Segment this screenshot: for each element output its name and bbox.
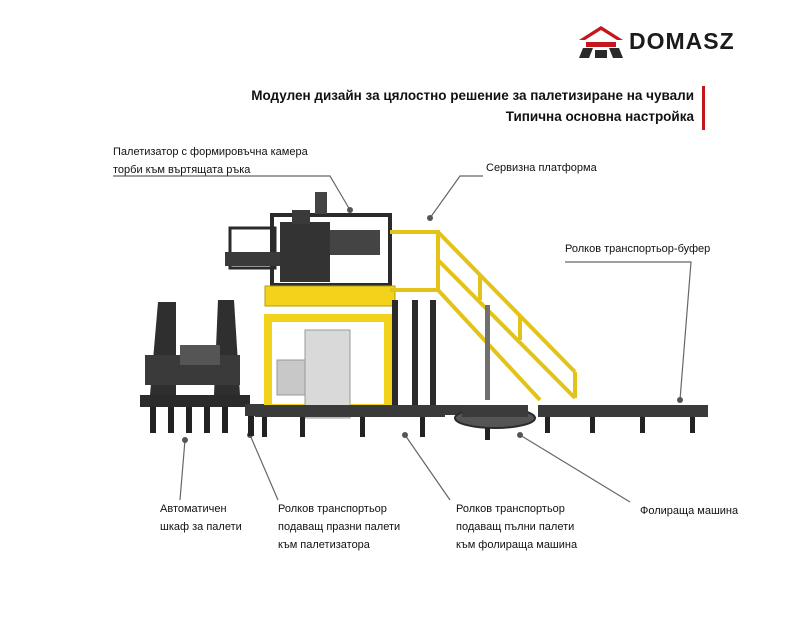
leader-lines xyxy=(113,175,692,503)
leader-dots xyxy=(182,207,683,443)
stair-post xyxy=(485,305,490,400)
domasz-logo-mark xyxy=(579,26,623,58)
label-pallet-dispenser-line1: Автоматичен xyxy=(160,503,227,515)
label-full-conveyor-line2: подаващ пълни палети xyxy=(456,521,575,533)
label-palletizer: Палетизатор с формировъчна камера торби … xyxy=(113,143,308,179)
label-full-conveyor-line3: към фолираща машина xyxy=(456,539,578,551)
label-service-platform: Сервизна платформа xyxy=(486,162,597,174)
label-pallet-dispenser-line2: шкаф за палети xyxy=(160,521,242,533)
page-subtitle: Типична основна настройка xyxy=(505,109,694,124)
label-full-conveyor-line1: Ролков транспортьор xyxy=(456,503,565,515)
label-buffer-conveyor: Ролков транспортьор-буфер xyxy=(565,243,711,255)
label-palletizer-line1: Палетизатор с формировъчна камера xyxy=(113,146,308,158)
label-pallet-dispenser: Автоматичен шкаф за палети xyxy=(160,500,242,536)
title-accent-bar xyxy=(702,86,705,130)
label-wrapper: Фолираща машина xyxy=(640,505,739,517)
label-empty-conveyor-line2: подаващ празни палети xyxy=(278,521,401,533)
buffer-roller-conveyor xyxy=(538,405,708,433)
label-empty-conveyor-line1: Ролков транспортьор xyxy=(278,503,387,515)
domasz-logo: DOMASZ xyxy=(577,24,769,60)
brand-name: DOMASZ xyxy=(629,28,735,54)
stretch-wrapper-machine xyxy=(438,405,536,440)
page-title: Модулен дизайн за цялостно решение за па… xyxy=(251,88,694,103)
pallet-dispenser-machine xyxy=(140,300,250,433)
label-full-conveyor: Ролков транспортьор подаващ пълни палети… xyxy=(456,500,577,554)
label-palletizer-line2: торби към въртящата ръка xyxy=(113,164,251,176)
label-empty-conveyor: Ролков транспортьор подаващ празни палет… xyxy=(278,500,400,554)
label-empty-conveyor-line3: към палетизатора xyxy=(278,539,370,551)
palletizer-machine xyxy=(225,192,445,437)
